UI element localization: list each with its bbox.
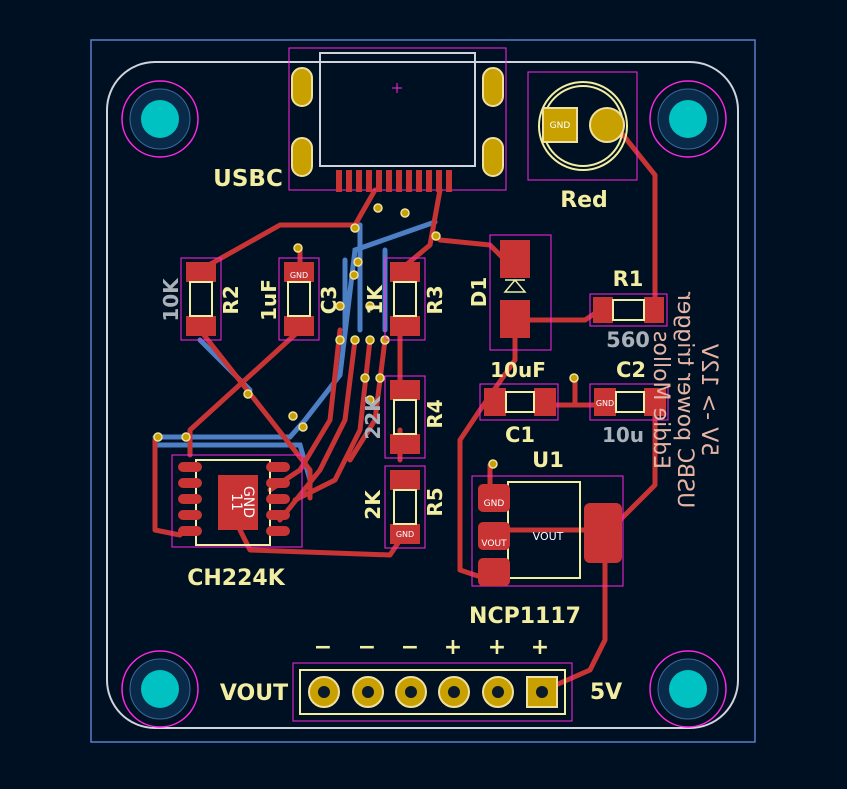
r1-ref: R1 [613,267,644,291]
u1-tab-vout-label: VOUT [533,530,564,543]
resistor-r1 [589,293,668,327]
r5-pad-gnd-label: GND [396,530,414,539]
back-title-line1: 5V -> 12V [696,344,721,456]
c3-pad-gnd-label: GND [290,271,308,280]
r4-ref: R4 [423,399,447,428]
diode-d1 [489,234,552,351]
ch224k-pad-gnd: GND [240,486,256,518]
header-sign-4: + [444,635,462,660]
back-silkscreen-title: 5V -> 12V USBC power trigger Eddie Mollo… [648,291,721,508]
resistor-r4 [384,375,426,459]
regulator-label: NCP1117 [469,604,581,629]
board-outline [106,61,739,729]
capacitor-c3 [278,257,320,341]
usbc-connector [288,47,507,192]
mounting-hole-top-right [669,100,707,138]
r2-ref: R2 [219,285,243,314]
r2-value: 10K [159,277,183,322]
header-sign-2: − [358,635,376,660]
led-label: Red [560,188,608,213]
usbc-label: USBC [213,166,283,192]
header-connector [292,662,573,722]
ch224k-pad-num: 11 [228,493,244,511]
c1-value: 10uF [490,358,546,382]
resistor-r5 [384,465,426,549]
led-pad-gnd-label: GND [550,121,571,131]
vias [153,203,579,469]
back-title-line3: Eddie Mollos [648,331,673,469]
c1-ref: C1 [505,423,535,447]
header-left-label: VOUT [220,681,288,706]
header-sign-1: − [314,635,332,660]
mounting-holes [121,80,727,728]
r3-ref: R3 [423,285,447,314]
c3-ref: C3 [317,286,341,315]
capacitor-c2 [589,383,669,421]
r5-ref: R5 [423,487,447,516]
r1-value: 560 [606,328,650,352]
mounting-hole-bottom-left [141,670,179,708]
resistor-r2 [180,257,222,341]
u1-pad1-gnd-label: GND [484,499,505,509]
u1-ref: U1 [532,448,564,472]
mounting-hole-bottom-right [669,670,707,708]
c2-pad-gnd-label: GND [596,399,614,408]
led-red [527,71,638,181]
r5-value: 2K [361,489,385,520]
capacitor-c1 [479,383,559,421]
resistor-r3 [384,257,426,341]
header-pin-signs: − − − + + + [314,635,549,660]
r3-value: 1K [363,284,387,315]
regulator-u1 [471,475,624,587]
header-sign-3: − [401,635,419,660]
mounting-hole-top-left [141,100,179,138]
board-edge [90,39,756,743]
back-title-line2: USBC power trigger [672,291,697,508]
r4-value: 22K [361,395,385,440]
header-right-label: 5V [590,680,622,705]
u1-pad2-vout-label: VOUT [481,539,507,549]
ic-ch224k [171,454,303,548]
header-sign-5: + [488,635,506,660]
header-sign-6: + [531,635,549,660]
d1-ref: D1 [467,277,491,308]
c3-value: 1uF [257,279,281,321]
c2-value: 10u [602,423,644,447]
c2-ref: C2 [616,358,646,382]
ic-label: CH224K [187,566,285,591]
